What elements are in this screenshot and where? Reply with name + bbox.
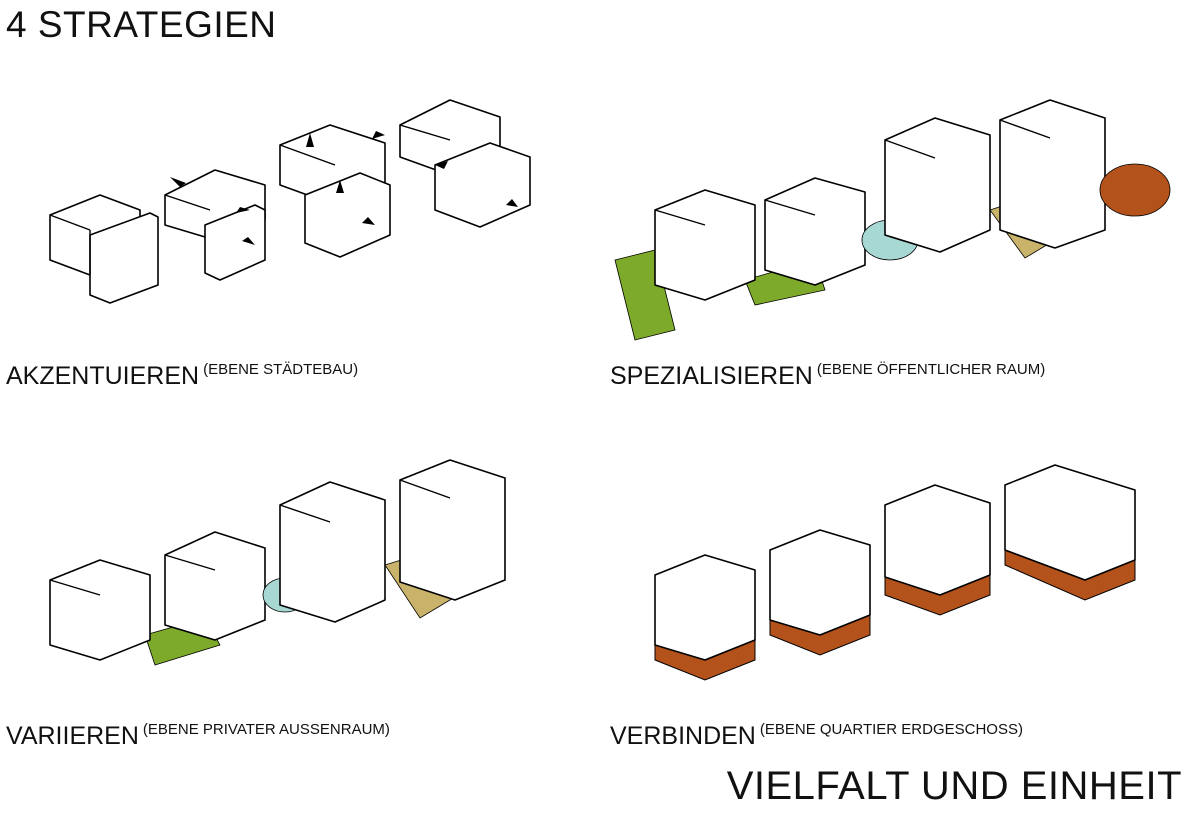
building-block-2	[769, 529, 871, 656]
building-block-1	[49, 194, 159, 304]
building-cream	[999, 99, 1106, 249]
panel-spezialisieren-diagram	[614, 99, 1171, 341]
caption-verbinden: VERBINDEN(EBENE QUARTIER ERDGESCHOSS)	[610, 721, 1023, 751]
caption-sublabel: (EBENE QUARTIER ERDGESCHOSS)	[759, 721, 1023, 738]
caption-sublabel: (EBENE STÄDTEBAU)	[203, 361, 359, 378]
caption-label: AKZENTUIEREN	[6, 362, 200, 390]
building-block-4	[399, 99, 531, 228]
panel-variieren-diagram	[49, 459, 506, 666]
caption-label: VARIIEREN	[6, 722, 139, 750]
building-block-2	[164, 169, 266, 281]
caption-variieren: VARIIEREN(EBENE PRIVATER AUSSENRAUM)	[6, 721, 390, 751]
footer-slogan: VIELFALT UND EINHEIT	[726, 764, 1182, 808]
caption-sublabel: (EBENE ÖFFENTLICHER RAUM)	[816, 361, 1046, 378]
panel-verbinden-diagram	[654, 464, 1136, 681]
arrow-icons	[170, 131, 518, 245]
caption-label: VERBINDEN	[610, 722, 756, 750]
caption-sublabel: (EBENE PRIVATER AUSSENRAUM)	[142, 721, 390, 738]
caption-akzentuieren: AKZENTUIEREN(EBENE STÄDTEBAU)	[6, 361, 359, 391]
rust-plaza	[1099, 163, 1171, 217]
building-block-4	[399, 459, 506, 601]
building-block-1	[654, 554, 756, 681]
building-block-2	[164, 531, 266, 641]
page-title: 4 STRATEGIEN	[6, 4, 277, 45]
building-block-3	[279, 481, 386, 623]
building-block-3	[279, 124, 391, 258]
building-green	[654, 189, 756, 301]
building-olive	[884, 117, 991, 253]
building-block-3	[884, 484, 991, 616]
panel-akzentuieren-diagram	[49, 99, 531, 304]
building-block-4	[1004, 464, 1136, 601]
caption-spezialisieren: SPEZIALISIEREN(EBENE ÖFFENTLICHER RAUM)	[610, 361, 1046, 391]
building-mint	[764, 177, 866, 286]
building-block-1	[49, 559, 151, 661]
caption-label: SPEZIALISIEREN	[610, 362, 813, 390]
